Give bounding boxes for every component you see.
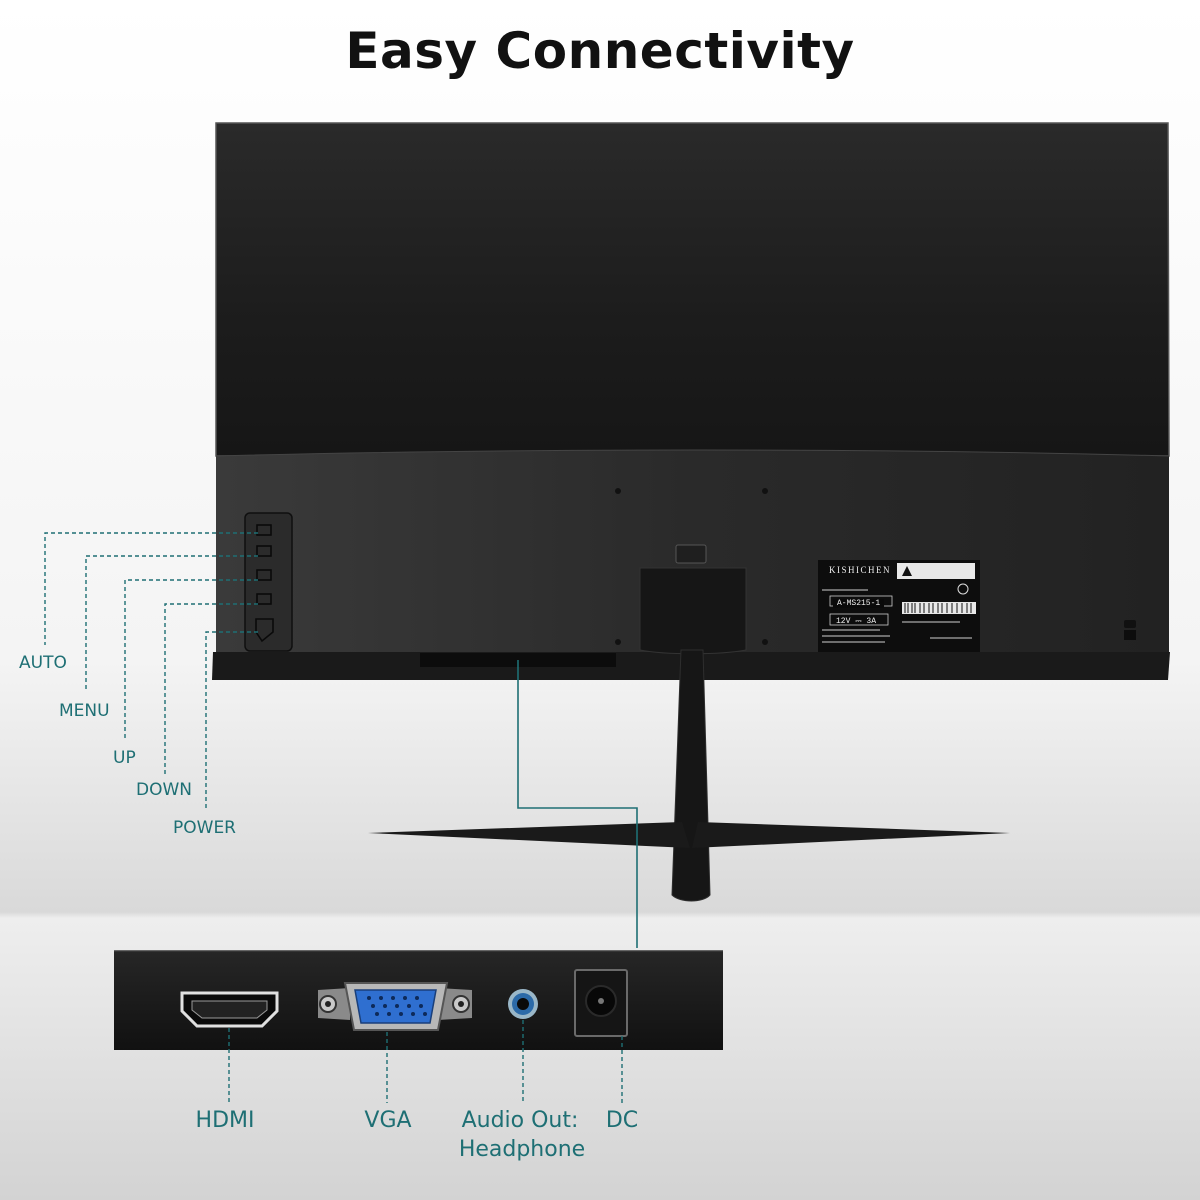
button-power[interactable] (252, 614, 284, 644)
label-auto: AUTO (19, 653, 67, 673)
button-panel (244, 512, 293, 652)
label-hdmi: HDMI (195, 1108, 255, 1133)
rating-label-power: 12V ⎓ 3A (836, 617, 876, 626)
rating-label-brand: KISHICHEN (829, 565, 891, 575)
label-dc: DC (605, 1108, 639, 1133)
dc-power-port[interactable] (574, 969, 628, 1037)
label-audio-out: Audio Out: (461, 1108, 579, 1133)
button-callout-lines (44, 532, 258, 810)
label-power: POWER (173, 818, 236, 838)
port-connector-line (517, 660, 638, 948)
button-auto[interactable] (252, 521, 284, 539)
label-down: DOWN (136, 780, 192, 800)
page-title: Easy Connectivity (345, 22, 855, 80)
vga-port[interactable] (318, 982, 472, 1031)
hdmi-port[interactable] (180, 991, 279, 1028)
audio-out-port[interactable] (508, 989, 538, 1019)
button-menu[interactable] (252, 542, 284, 560)
monitor-stand (368, 544, 1010, 902)
label-headphone: Headphone (458, 1137, 586, 1162)
button-down[interactable] (252, 590, 284, 608)
port-callout-lines (228, 1020, 623, 1103)
rating-label-model: A-MS215-1 (833, 599, 885, 608)
label-up: UP (113, 748, 136, 768)
label-menu: MENU (59, 701, 110, 721)
button-up[interactable] (252, 566, 284, 584)
label-vga: VGA (364, 1108, 412, 1133)
